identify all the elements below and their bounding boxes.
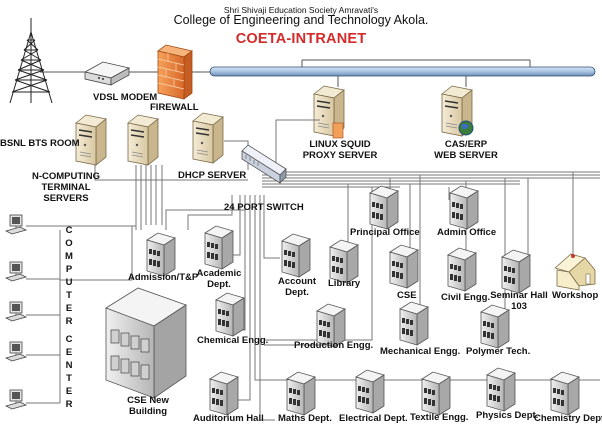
- maths-building-icon: [286, 371, 316, 416]
- cse-new-label: CSE New Building: [118, 395, 178, 417]
- physics-building-icon: [486, 367, 516, 412]
- academic-label-line1: Academic: [196, 268, 242, 279]
- academic-label: Academic Dept.: [194, 268, 244, 290]
- letter: N: [65, 360, 73, 371]
- ncomp-label-line1: N-COMPUTING: [31, 171, 101, 182]
- library-label: Library: [328, 278, 361, 289]
- polymer-label: Polymer Tech.: [466, 346, 531, 357]
- auditorium-label: Auditorium Hall: [193, 413, 264, 424]
- center-vertical-label: C E N T E R: [64, 333, 74, 411]
- dhcp-label: DHCP SERVER: [178, 170, 247, 181]
- admin-label: Admin Office: [437, 227, 497, 238]
- web-label-line2: WEB SERVER: [434, 150, 498, 161]
- letter: U: [65, 277, 73, 288]
- web-label: CAS/ERP WEB SERVER: [428, 139, 504, 161]
- auditorium-building-icon: [209, 371, 239, 416]
- mechanical-building-icon: [399, 301, 429, 346]
- letter: C: [65, 225, 73, 236]
- letter: T: [66, 373, 72, 384]
- house-icon: [554, 253, 596, 291]
- textile-label: Textile Engg.: [410, 412, 469, 423]
- physics-label: Physics Dept.: [476, 410, 539, 421]
- letter: R: [65, 316, 73, 327]
- pc-icon-3: [5, 301, 27, 322]
- web-server-icon: [441, 85, 474, 137]
- letter: R: [65, 399, 73, 410]
- principal-label: Principal Office: [350, 227, 420, 238]
- dhcp-server-icon: [192, 112, 224, 164]
- electrical-building-icon: [355, 369, 385, 414]
- maths-label: Maths Dept.: [278, 413, 332, 424]
- switch-links: [94, 119, 600, 188]
- cse-new-label-line2: Building: [129, 406, 167, 417]
- admin-building-icon: [449, 185, 479, 230]
- cse-new-building-icon: [105, 287, 187, 399]
- bts-label: BSNL BTS ROOM: [0, 138, 80, 149]
- switch-label: 24 PORT SWITCH: [224, 202, 304, 213]
- chemical-building-icon: [215, 292, 245, 337]
- letter: P: [65, 264, 73, 275]
- computer-vertical-label: C O M P U T E R: [64, 224, 74, 328]
- letter: T: [66, 290, 72, 301]
- cse-building-icon: [389, 244, 419, 289]
- letter: E: [65, 347, 73, 358]
- production-label: Production Engg.: [294, 340, 374, 351]
- letter: C: [65, 334, 73, 345]
- ncomp-label-line2: TERMINAL: [41, 182, 91, 193]
- civil-building-icon: [447, 247, 477, 292]
- pc-icon-4: [5, 341, 27, 362]
- pc-icon-2: [5, 261, 27, 282]
- letter: E: [65, 386, 73, 397]
- letter: O: [65, 238, 73, 249]
- seminar-label: Seminar Hall 103: [488, 290, 550, 312]
- college-name: College of Engineering and Technology Ak…: [173, 13, 429, 27]
- proxy-label-line1: LINUX SQUID: [309, 139, 371, 150]
- ncomp-label: N-COMPUTING TERMINAL SERVERS: [26, 171, 106, 204]
- admission-building-icon: [146, 232, 176, 277]
- account-label: Account Dept.: [272, 276, 322, 298]
- switch-icon: [241, 144, 287, 184]
- account-label-line2: Dept.: [285, 287, 309, 298]
- letter: M: [65, 251, 73, 262]
- ncomp-server-2-icon: [127, 114, 159, 166]
- firewall-icon: [157, 44, 193, 100]
- admission-label: Admission/T&P: [128, 272, 199, 283]
- pc-icon-5: [5, 389, 27, 410]
- seminar-label-line2: 103: [511, 301, 527, 312]
- account-building-icon: [281, 233, 311, 278]
- principal-building-icon: [369, 185, 399, 230]
- ncomp-server-1-icon: [75, 114, 107, 166]
- chemistry-label: Chemistry Dept.: [534, 413, 602, 424]
- textile-building-icon: [421, 371, 451, 416]
- seminar-building-icon: [501, 249, 531, 294]
- mechanical-label: Mechanical Engg.: [380, 346, 461, 357]
- firewall-label: FIREWALL: [150, 102, 199, 113]
- web-label-line1: CAS/ERP: [444, 139, 488, 150]
- modem-label: VDSL MODEM: [93, 92, 158, 103]
- cse-new-label-line1: CSE New: [127, 395, 169, 406]
- academic-building-icon: [204, 225, 234, 270]
- account-label-line1: Account: [278, 276, 316, 287]
- library-building-icon: [329, 239, 359, 284]
- proxy-label-line2: PROXY SERVER: [302, 150, 378, 161]
- workshop-label: Workshop: [552, 290, 599, 301]
- backbone-bus: [209, 66, 596, 77]
- civil-label: Civil Engg.: [441, 292, 491, 303]
- proxy-server-icon: [313, 85, 345, 139]
- society-name: Shri Shivaji Education Society Amravati'…: [223, 5, 379, 15]
- pc-icon-1: [5, 214, 27, 235]
- proxy-label: LINUX SQUID PROXY SERVER: [302, 139, 378, 161]
- seminar-label-line1: Seminar Hall: [490, 290, 548, 301]
- page-title: COETA-INTRANET: [235, 31, 367, 47]
- letter: E: [65, 303, 73, 314]
- electrical-label: Electrical Dept.: [339, 413, 408, 424]
- cse-label: CSE: [397, 290, 417, 301]
- academic-label-line2: Dept.: [207, 279, 231, 290]
- ncomp-label-line3: SERVERS: [43, 193, 89, 204]
- tower-icon: [9, 18, 53, 104]
- modem-icon: [83, 61, 131, 86]
- chemical-label: Chemical Engg.: [197, 335, 269, 346]
- chemistry-building-icon: [550, 371, 580, 416]
